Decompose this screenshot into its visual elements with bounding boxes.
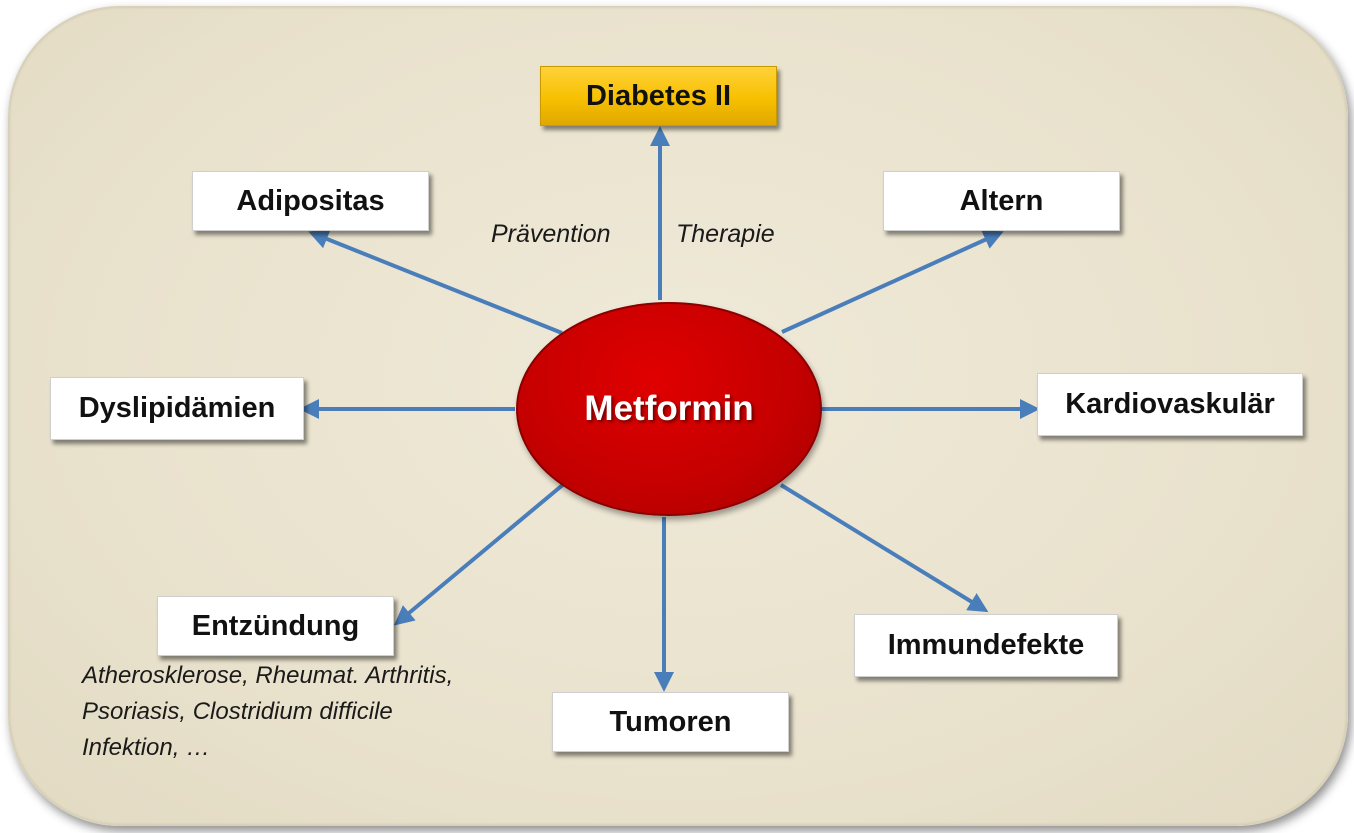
label-praevention: Prävention xyxy=(491,220,611,248)
arrow-to-adipositas xyxy=(308,229,563,335)
arrow-to-altern xyxy=(781,230,1004,334)
node-dyslipidaemien: Dyslipidämien xyxy=(50,377,304,440)
arrow-to-entzuendung xyxy=(393,481,567,626)
node-label: Immundefekte xyxy=(887,629,1085,661)
node-label: Dyslipidämien xyxy=(78,392,276,424)
node-entzuendung: Entzündung xyxy=(157,596,394,656)
center-label: Metformin xyxy=(584,389,754,428)
node-label: Tumoren xyxy=(609,705,732,738)
node-diabetes-ii: Diabetes II xyxy=(540,66,777,126)
node-label: Kardiovaskulär xyxy=(1065,388,1275,420)
node-label: Altern xyxy=(959,184,1044,217)
node-label: Entzündung xyxy=(191,609,360,642)
node-kardiovaskulaer: Kardiovaskulär xyxy=(1037,373,1303,436)
label-therapie: Therapie xyxy=(676,220,775,248)
node-immundefekte: Immundefekte xyxy=(854,614,1118,677)
node-label: Adipositas xyxy=(236,184,385,217)
entzuendung-note: Atherosklerose, Rheumat. Arthritis, Psor… xyxy=(82,662,454,761)
node-altern: Altern xyxy=(883,171,1120,231)
node-label: Diabetes II xyxy=(585,79,732,112)
arrow-to-immundefekte xyxy=(779,483,989,613)
center-node-metformin: Metformin xyxy=(516,302,822,516)
node-adipositas: Adipositas xyxy=(192,171,429,231)
node-tumoren: Tumoren xyxy=(552,692,789,752)
